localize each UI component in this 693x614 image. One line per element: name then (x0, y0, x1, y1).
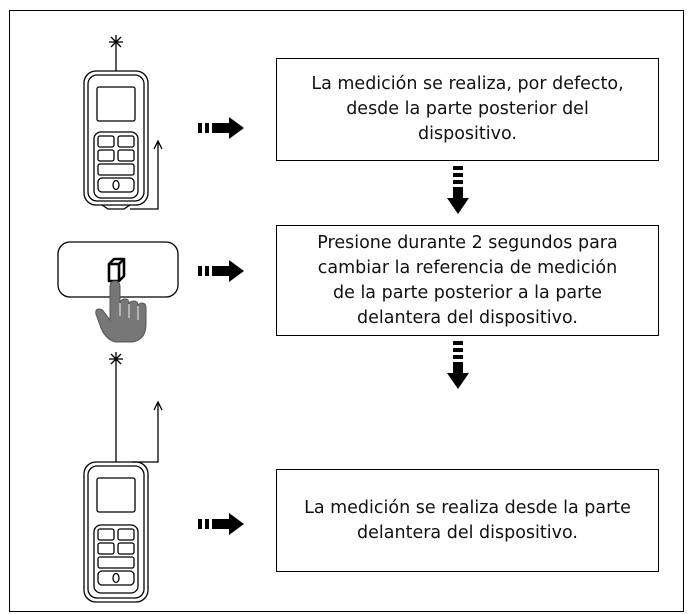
laser-distance-meter-icon (83, 35, 163, 210)
front-reference-symbol-icon (107, 257, 126, 283)
reference-button-icon (57, 241, 179, 343)
dashed-arrow-right-icon (198, 513, 244, 535)
step-1-box: La medición se realiza, por defecto, des… (276, 58, 659, 161)
dashed-arrow-right-icon (198, 260, 244, 282)
dashed-arrow-right-icon (198, 117, 244, 139)
step-2-text: Presione durante 2 segundos para cambiar… (317, 232, 618, 328)
dashed-arrow-down-icon (447, 341, 469, 389)
step-3-box: La medición se realiza desde la parte de… (276, 469, 659, 572)
dashed-arrow-down-icon (447, 166, 469, 214)
diagram-frame (9, 10, 684, 612)
pointing-hand-icon (95, 280, 147, 343)
step-1-text: La medición se realiza, por defecto, des… (311, 74, 624, 144)
laser-spark-icon (109, 35, 123, 49)
step-2-box: Presione durante 2 segundos para cambiar… (276, 225, 659, 336)
laser-spark-icon (109, 352, 123, 366)
laser-distance-meter-icon (83, 352, 163, 603)
step-3-text: La medición se realiza desde la parte de… (304, 497, 631, 543)
